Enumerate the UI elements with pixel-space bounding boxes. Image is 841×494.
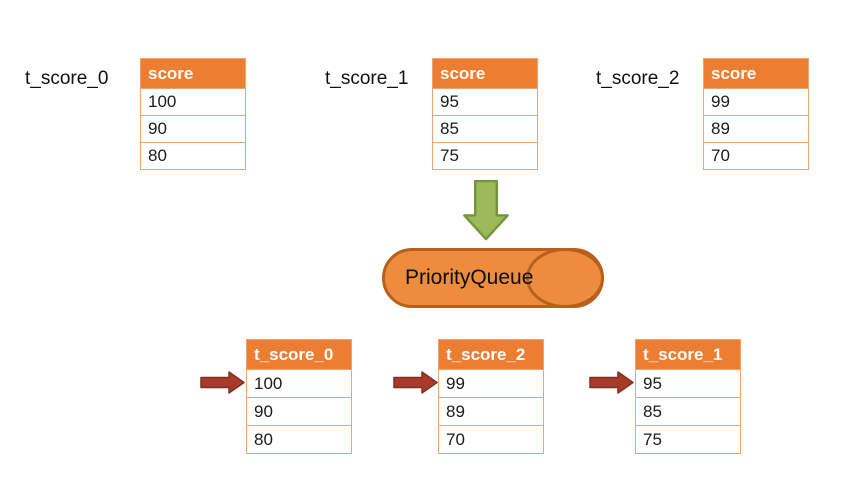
table-cell: 80 [141,142,245,169]
table-header: t_score_2 [439,340,543,369]
table-cell: 85 [636,397,740,425]
table-cell: 75 [636,425,740,453]
priority-queue-label: PriorityQueue [405,266,534,289]
table-label-t-score-1: t_score_1 [325,68,409,89]
right-block-arrow-icon [589,371,634,394]
table-cell: 90 [247,397,351,425]
table-cell: 89 [704,115,808,142]
table-cell: 95 [636,369,740,397]
right-block-arrow-icon [393,371,438,394]
table-header: score [141,59,245,88]
result-table-t-score-1: t_score_1 95 85 75 [635,339,741,454]
table-cell: 70 [704,142,808,169]
table-cell: 89 [439,397,543,425]
table-cell: 80 [247,425,351,453]
queue-cap-ellipse [526,248,604,308]
table-header: score [704,59,808,88]
right-block-arrow-icon [200,371,245,394]
table-header: t_score_0 [247,340,351,369]
table-header: score [433,59,537,88]
table-cell: 99 [439,369,543,397]
priority-queue-shape: PriorityQueue [382,248,604,308]
table-cell: 85 [433,115,537,142]
table-cell: 90 [141,115,245,142]
table-cell: 99 [704,88,808,115]
table-cell: 100 [247,369,351,397]
table-label-t-score-2: t_score_2 [596,68,680,89]
score-table-2: score 99 89 70 [703,58,809,170]
down-block-arrow-icon [463,180,509,241]
table-cell: 100 [141,88,245,115]
table-label-t-score-0: t_score_0 [25,68,109,89]
result-table-t-score-2: t_score_2 99 89 70 [438,339,544,454]
table-cell: 70 [439,425,543,453]
table-cell: 75 [433,142,537,169]
result-table-t-score-0: t_score_0 100 90 80 [246,339,352,454]
score-table-0: score 100 90 80 [140,58,246,170]
table-header: t_score_1 [636,340,740,369]
table-cell: 95 [433,88,537,115]
score-table-1: score 95 85 75 [432,58,538,170]
